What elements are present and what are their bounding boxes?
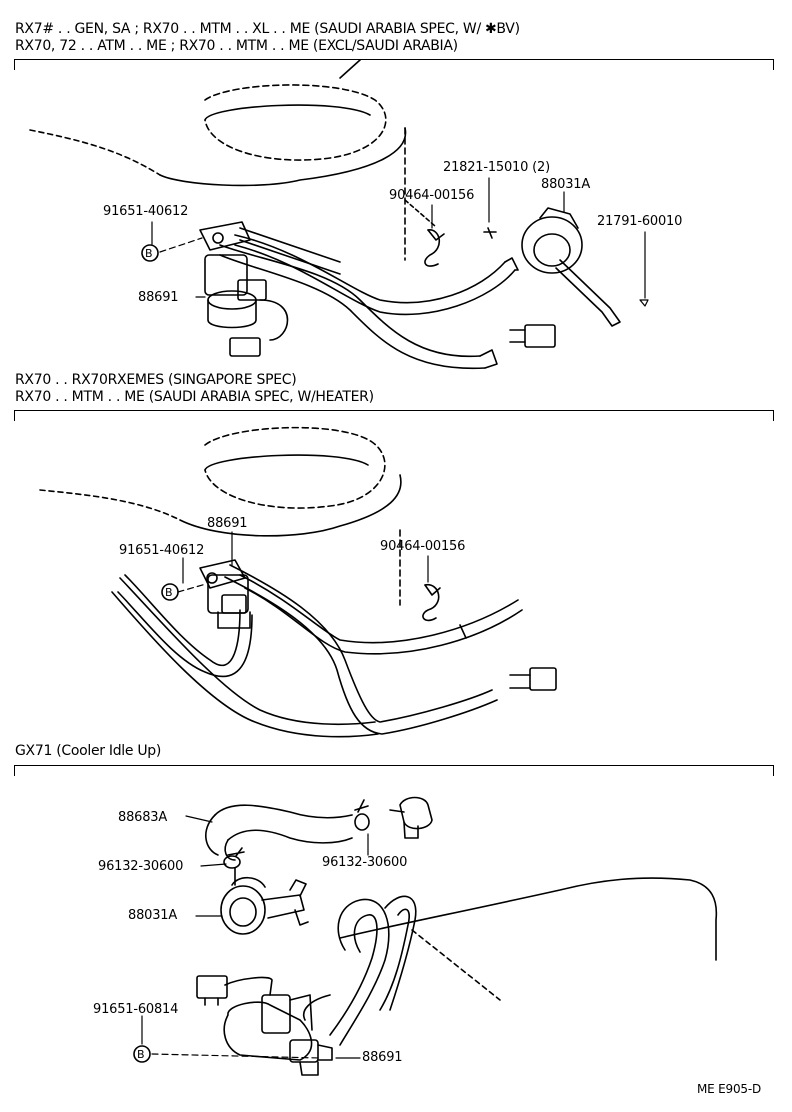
s3-vsv-valve <box>196 975 333 1076</box>
section1-header-line1: RX7# . . GEN, SA ; RX70 . . MTM . . XL .… <box>15 21 520 37</box>
s1-hoses <box>219 227 519 370</box>
section2-header-line2: RX70 . . MTM . . ME (SAUDI ARABIA SPEC, … <box>15 389 374 405</box>
s3-bolt-symbol-circle <box>133 1045 151 1063</box>
s1-label-88031A: 88031A <box>541 177 591 192</box>
s2-label-90464-00156: 90464-00156 <box>380 539 466 554</box>
s3-label-91651-60814: 91651-60814 <box>93 1002 179 1017</box>
s3-vertical-hoses <box>329 895 417 1046</box>
s1-air-cleaner <box>29 59 407 261</box>
section1-header-line2: RX70, 72 . . ATM . . ME ; RX70 . . MTM .… <box>15 38 458 54</box>
s2-vsv-valve <box>199 559 251 629</box>
s1-clamp-and-bolt <box>404 199 497 267</box>
s2-bolt-symbol: B <box>165 586 173 599</box>
s2-hoses <box>111 564 523 738</box>
section3-header-line1: GX71 (Cooler Idle Up) <box>15 743 162 759</box>
s2-bolt-symbol-circle <box>161 583 179 601</box>
s1-leaders <box>151 177 649 307</box>
s3-actuator <box>220 867 309 935</box>
s3-engine-body <box>303 877 718 1021</box>
s2-label-88691: 88691 <box>207 516 248 531</box>
section1-bracket <box>14 59 774 70</box>
s3-clamps <box>223 799 370 869</box>
s2-air-cleaner <box>39 426 402 606</box>
s1-label-21821-15010: 21821-15010 (2) <box>443 160 550 175</box>
s2-label-91651-40612: 91651-40612 <box>119 543 205 558</box>
s1-label-90464-00156: 90464-00156 <box>389 188 475 203</box>
section2-header-line1: RX70 . . RX70RXEMES (SINGAPORE SPEC) <box>15 372 297 388</box>
s1-actuator <box>509 207 621 348</box>
s2-clamp-and-connector <box>422 584 557 691</box>
s3-label-88031A: 88031A <box>128 908 178 923</box>
s3-label-96132-30600-right: 96132-30600 <box>322 855 408 870</box>
s1-vsv-valve <box>199 221 289 357</box>
s1-bolt-symbol-circle <box>141 244 159 262</box>
section3-bracket <box>14 765 774 776</box>
s2-leaders <box>177 531 429 593</box>
s3-label-96132-30600-left: 96132-30600 <box>98 859 184 874</box>
s3-label-88691: 88691 <box>362 1050 403 1065</box>
s3-label-88683A: 88683A <box>118 810 168 825</box>
s1-label-88691: 88691 <box>138 290 179 305</box>
s1-label-91651-40612: 91651-40612 <box>103 204 189 219</box>
s1-bolt-symbol: B <box>145 247 153 260</box>
s3-hose <box>205 804 353 861</box>
s3-elbow-fitting <box>389 796 433 839</box>
s3-bolt-symbol: B <box>137 1048 145 1061</box>
section2-bracket <box>14 410 774 421</box>
s1-label-21791-60010: 21791-60010 <box>597 214 683 229</box>
figure-code: ME E905-D <box>697 1082 762 1096</box>
s3-leaders <box>141 815 369 1059</box>
